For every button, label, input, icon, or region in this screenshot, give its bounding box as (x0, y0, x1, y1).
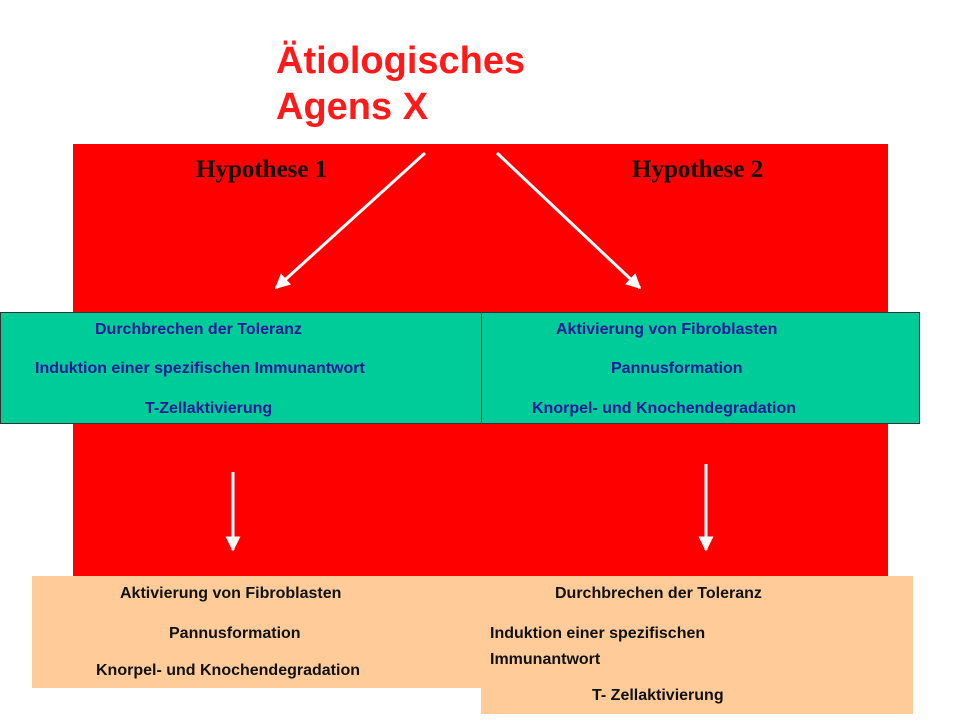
green-right-line-2: Pannusformation (611, 360, 743, 377)
hypothesis-1-label: Hypothese 1 (196, 156, 328, 183)
title-line-2: Agens X (276, 86, 429, 128)
peach-left-line-3: Knorpel- und Knochendegradation (96, 662, 360, 679)
green-left-line-2: Induktion einer spezifischen Immunantwor… (35, 360, 365, 377)
peach-box-left: Aktivierung von Fibroblasten Pannusforma… (32, 576, 482, 688)
peach-right-line-1: Durchbrechen der Toleranz (555, 585, 762, 602)
green-box-left: Durchbrechen der Toleranz Induktion eine… (0, 312, 482, 424)
peach-right-line-3: T- Zellaktivierung (592, 687, 724, 704)
peach-box-right: Durchbrechen der Toleranz Induktion eine… (481, 576, 913, 714)
green-right-line-1: Aktivierung von Fibroblasten (556, 321, 778, 338)
green-left-line-1: Durchbrechen der Toleranz (95, 321, 302, 338)
peach-right-line-2a: Induktion einer spezifischen (490, 625, 706, 642)
green-right-line-3: Knorpel- und Knochendegradation (532, 400, 796, 417)
title-line-1: Ätiologisches (276, 40, 526, 82)
hypothesis-2-label: Hypothese 2 (632, 156, 764, 183)
diagram-title: Ätiologisches Agens X (276, 38, 525, 130)
peach-left-line-2: Pannusformation (169, 625, 301, 642)
peach-left-line-1: Aktivierung von Fibroblasten (120, 585, 342, 602)
green-box-right: Aktivierung von Fibroblasten Pannusforma… (481, 312, 920, 424)
peach-right-line-2b: Immunantwort (490, 651, 601, 668)
green-left-line-3: T-Zellaktivierung (145, 400, 273, 417)
